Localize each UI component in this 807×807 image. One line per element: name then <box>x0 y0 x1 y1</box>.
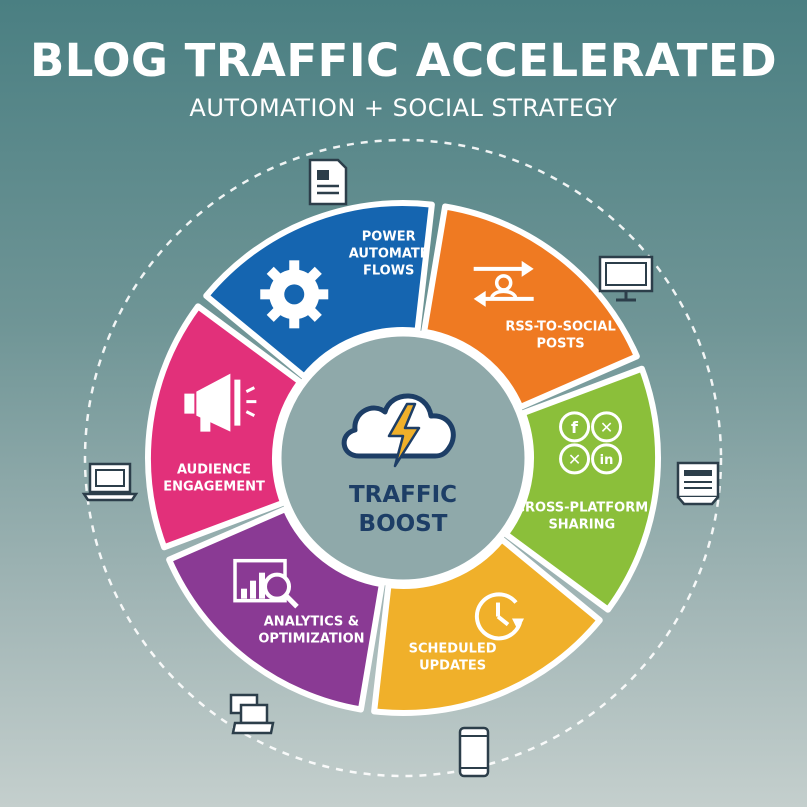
megaphone-icon <box>184 373 257 432</box>
segment-label-power-automate-line3: FLOWS <box>363 263 414 278</box>
segment-label-rss-to-social-line2: POSTS <box>537 336 585 351</box>
devices-icon <box>229 693 275 735</box>
svg-text:✕: ✕ <box>600 418 613 437</box>
segment-label-audience-line1: AUDIENCE <box>177 462 251 477</box>
monitor-icon <box>598 255 654 302</box>
page-subtitle: AUTOMATION + SOCIAL STRATEGY <box>189 94 618 122</box>
gear-icon <box>260 260 329 329</box>
newspaper-icon <box>676 461 720 506</box>
clock-icon <box>474 592 524 641</box>
segment-label-analytics-line1: ANALYTICS & <box>264 615 359 630</box>
share-arrows-icon <box>473 260 534 307</box>
segment-label-scheduled-line2: UPDATES <box>419 658 486 673</box>
social-logos-icon: f ✕ ✕ in <box>559 411 623 475</box>
phone-icon <box>458 726 490 778</box>
cloud-lightning-icon <box>341 393 456 468</box>
segment-label-scheduled-line1: SCHEDULED <box>409 641 497 656</box>
hub-label-line2: BOOST <box>359 511 448 537</box>
svg-text:✕: ✕ <box>568 450 581 469</box>
orbit-ring <box>83 138 723 778</box>
segment-label-audience-line2: ENGAGEMENT <box>163 479 265 494</box>
social-logo-2-icon: ✕ <box>591 411 623 443</box>
social-logo-1-icon: f <box>559 411 591 443</box>
laptop-icon <box>81 462 139 502</box>
social-logo-3-icon: ✕ <box>559 443 591 475</box>
hub-label-line1: TRAFFIC <box>349 482 457 508</box>
segment-label-cross-platform-line2: SHARING <box>548 518 615 533</box>
analytics-magnifier-icon <box>233 558 299 609</box>
segment-ring: POWER AUTOMATE FLOWS RSS-TO-SOCIAL POSTS f … <box>145 200 661 716</box>
document-icon <box>308 158 348 206</box>
segment-label-cross-platform-line1: CROSS-PLATFORM <box>515 501 648 516</box>
segment-label-analytics-line2: OPTIMIZATION <box>258 632 364 647</box>
svg-text:in: in <box>600 453 614 468</box>
segment-label-power-automate-line1: POWER <box>362 229 416 244</box>
segment-label-power-automate-line2: AUTOMATE <box>349 246 429 261</box>
segment-label-rss-to-social-line1: RSS-TO-SOCIAL <box>505 319 615 334</box>
social-logo-4-icon: in <box>591 443 623 475</box>
svg-text:f: f <box>571 418 579 437</box>
page-title: BLOG TRAFFIC ACCELERATED <box>29 34 778 87</box>
